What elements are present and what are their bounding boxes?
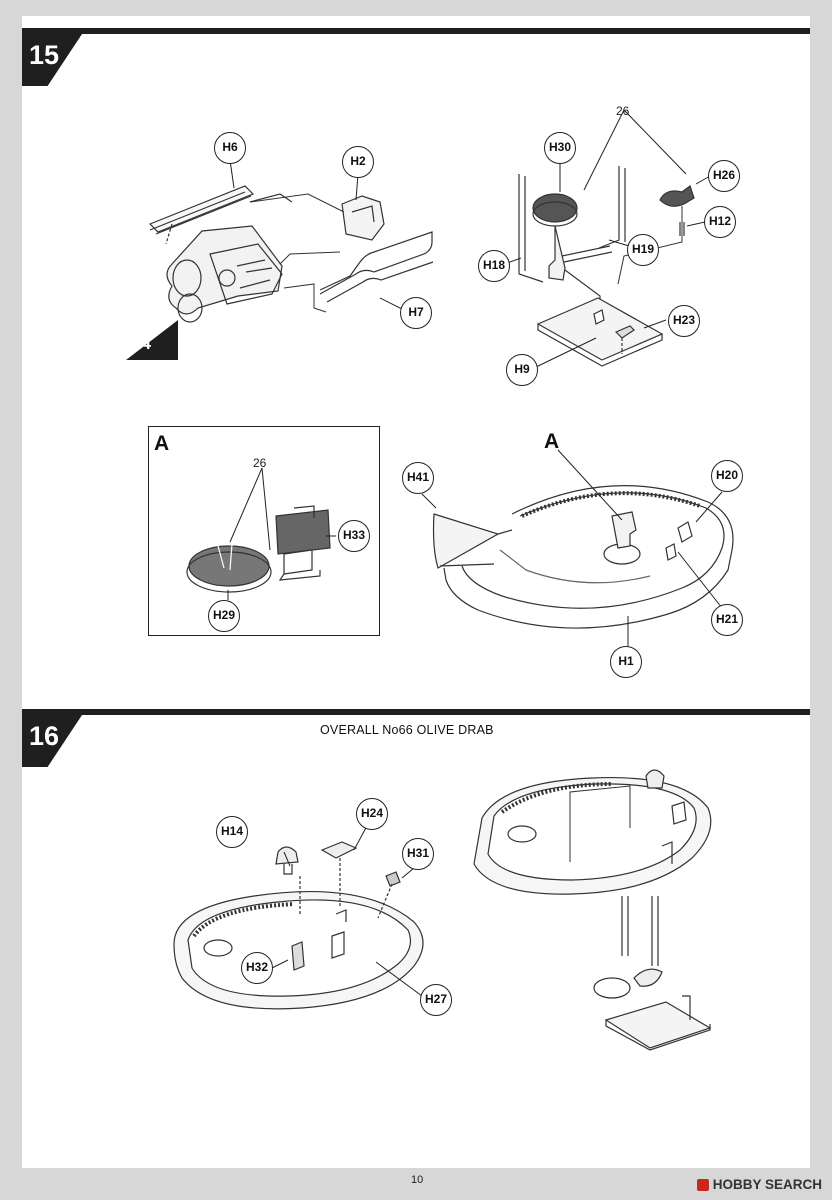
- callout-H23: H23: [668, 305, 700, 337]
- part-H23-plate: [536, 297, 664, 367]
- inset-detail-box: [148, 426, 380, 636]
- step16-right-ring-drawing: [473, 769, 712, 1051]
- callout-H33: H33: [338, 520, 370, 552]
- assembly-drawings: [148, 109, 734, 1051]
- watermark-text: HOBBY SEARCH: [712, 1177, 822, 1192]
- step16-small-parts: [275, 841, 401, 919]
- instruction-page: 15 16 OVERALL No66 OLIVE DRAB 14: [22, 16, 810, 1168]
- callout-H19: H19: [627, 234, 659, 266]
- callout-H20: H20: [711, 460, 743, 492]
- callout-H24: H24: [356, 798, 388, 830]
- part-H6-bars: [148, 185, 255, 235]
- inset-letter: A: [154, 432, 170, 455]
- main-letter: A: [544, 430, 560, 453]
- hobby-search-logo-icon: [696, 1178, 709, 1191]
- callout-H7: H7: [400, 297, 432, 329]
- callout-H30: H30: [544, 132, 576, 164]
- part-H41-wedge: [432, 513, 500, 569]
- callout-H29: H29: [208, 600, 240, 632]
- callout-H6: H6: [214, 132, 246, 164]
- part-H7-rod: [319, 231, 434, 303]
- callout-H41: H41: [402, 462, 434, 494]
- callout-H26: H26: [708, 160, 740, 192]
- cement-number-top: 26: [616, 104, 630, 118]
- page-number: 10: [411, 1174, 424, 1186]
- cement-number-inset: 26: [253, 456, 267, 470]
- callout-H14: H14: [216, 816, 248, 848]
- inset-H33-block: [275, 505, 331, 581]
- step-16-bar: [22, 709, 810, 715]
- paint-note: OVERALL No66 OLIVE DRAB: [320, 723, 494, 737]
- inset-H29-base: [186, 543, 272, 593]
- callout-H18: H18: [478, 250, 510, 282]
- callout-H27: H27: [420, 984, 452, 1016]
- part-H2-box: [341, 195, 385, 241]
- turret-ring-drawing: [443, 485, 734, 629]
- callout-H2: H2: [342, 146, 374, 178]
- engine-assembly-drawing: [166, 225, 283, 323]
- step-15-bar: [22, 28, 810, 34]
- callout-H12: H12: [704, 206, 736, 238]
- step16-left-ring-drawing: [173, 890, 424, 1010]
- callout-H9: H9: [506, 354, 538, 386]
- callout-H32: H32: [241, 952, 273, 984]
- callout-H1: H1: [610, 646, 642, 678]
- hobby-search-watermark: HOBBY SEARCH: [696, 1177, 822, 1192]
- callout-H31: H31: [402, 838, 434, 870]
- seat-rod-assembly-drawing: [518, 166, 695, 312]
- callout-H21: H21: [711, 604, 743, 636]
